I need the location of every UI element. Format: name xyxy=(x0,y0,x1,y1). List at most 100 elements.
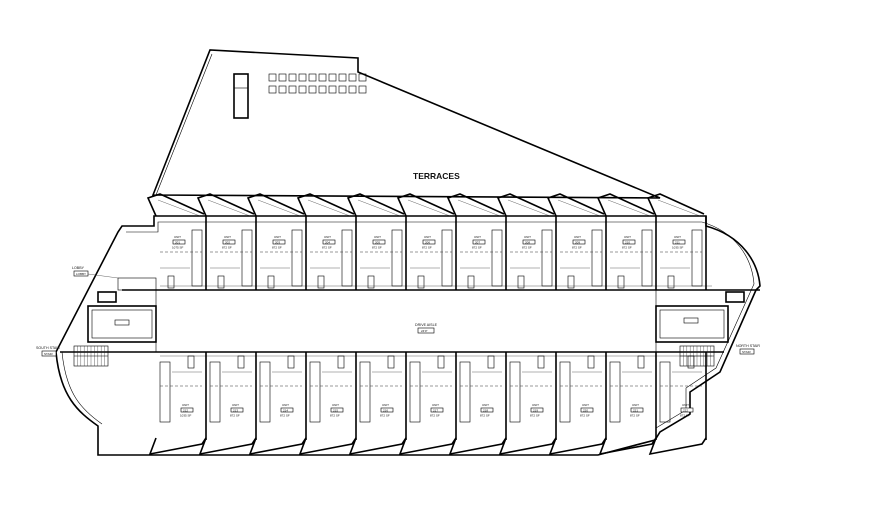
unit-closet xyxy=(559,361,571,423)
lobby-label: LOBBY xyxy=(72,266,85,270)
unit-balcony-edge xyxy=(446,193,505,217)
unit-number-box xyxy=(530,407,544,413)
unit-area: 872 SF xyxy=(430,414,440,418)
unit-balcony-rail xyxy=(457,199,501,217)
unit-closet xyxy=(209,361,221,423)
unit-closet xyxy=(259,361,271,423)
unit-balcony-edge xyxy=(498,437,557,456)
unit-number: 211 xyxy=(675,240,680,244)
drive-aisle-label: DRIVE AISLE xyxy=(415,323,438,327)
unit-balcony-edge xyxy=(496,193,555,217)
south-stair-tag-box xyxy=(41,350,57,357)
unit-closet xyxy=(691,229,703,287)
planter-square xyxy=(288,73,297,82)
west-shaft xyxy=(97,291,117,303)
unit-area: 1035 SF xyxy=(180,414,192,418)
terrace-inner-edge xyxy=(155,53,213,196)
unit-word: UNIT xyxy=(274,235,281,239)
unit-bath-fixture xyxy=(517,275,525,289)
planter-square xyxy=(298,85,307,94)
building-curve-left xyxy=(61,351,103,425)
unit-number-box xyxy=(522,239,536,245)
planter-square xyxy=(308,85,317,94)
unit-bath-fixture xyxy=(267,275,275,289)
unit-number: 208 xyxy=(525,240,530,244)
unit-closet xyxy=(309,361,321,423)
unit-balcony-edge xyxy=(598,437,657,456)
unit-closet xyxy=(359,361,371,423)
unit-number-box xyxy=(272,239,286,245)
unit-bath-fixture xyxy=(617,275,625,289)
planter-square xyxy=(358,85,367,94)
unit-balcony-edge xyxy=(198,437,257,456)
drive-aisle-tag-box xyxy=(417,327,435,334)
north-stair-tag-box xyxy=(739,348,755,355)
planter-square xyxy=(358,73,367,82)
unit-closet xyxy=(491,229,503,287)
unit-area: 872 SF xyxy=(280,414,290,418)
unit-number-box xyxy=(322,239,336,245)
unit-number: 205 xyxy=(375,240,380,244)
unit-area: 872 SF xyxy=(272,246,282,250)
unit-bath-fixture xyxy=(217,275,225,289)
south-stair-tag: STAIR xyxy=(44,352,53,356)
unit-word: UNIT xyxy=(674,235,681,239)
east-shaft xyxy=(725,291,745,303)
unit-number: 202 xyxy=(225,240,230,244)
unit-closet xyxy=(291,229,303,287)
unit-balcony-edge xyxy=(196,193,255,217)
unit-bath-fixture xyxy=(687,355,695,369)
building-outline-inner xyxy=(126,221,755,429)
unit-bath-fixture xyxy=(637,355,645,369)
unit-balcony-rail xyxy=(657,199,701,217)
unit-word: UNIT xyxy=(174,235,181,239)
unit-bath-fixture xyxy=(387,355,395,369)
unit-word: UNIT xyxy=(574,235,581,239)
unit-word: UNIT xyxy=(232,403,239,407)
drive-aisle-tag: 24'0" xyxy=(421,329,428,333)
unit-balcony-edge xyxy=(546,193,605,217)
planter-square xyxy=(348,73,357,82)
unit-bath-fixture xyxy=(667,275,675,289)
unit-balcony-edge xyxy=(398,437,457,456)
unit-area: 872 SF xyxy=(522,246,532,250)
unit-balcony-edge xyxy=(348,437,407,456)
unit-closet xyxy=(191,229,203,287)
unit-closet xyxy=(409,361,421,423)
unit-balcony-rail xyxy=(407,199,451,217)
unit-balcony-rail xyxy=(607,199,651,217)
unit-number: 217 xyxy=(433,408,438,412)
unit-area: 872 SF xyxy=(480,414,490,418)
unit-closet xyxy=(591,229,603,287)
building-outline xyxy=(55,215,761,456)
unit-bath-fixture xyxy=(317,275,325,289)
east-elevator-inner xyxy=(659,309,725,339)
unit-word: UNIT xyxy=(282,403,289,407)
planter-square xyxy=(308,73,317,82)
unit-area: 872 SF xyxy=(530,414,540,418)
unit-balcony-edge xyxy=(246,193,305,217)
terraces-label: TERRACES xyxy=(413,171,460,181)
unit-number-box xyxy=(480,407,494,413)
unit-balcony-edge xyxy=(448,437,507,456)
unit-number-box xyxy=(330,407,344,413)
unit-number: 221 xyxy=(633,408,638,412)
unit-word: UNIT xyxy=(324,235,331,239)
terrace-outline xyxy=(151,49,661,199)
unit-number-box xyxy=(622,239,636,245)
unit-number-box xyxy=(180,407,194,413)
unit-balcony-edge xyxy=(646,193,705,217)
unit-balcony-rail xyxy=(557,199,601,217)
unit-balcony-edge xyxy=(548,437,607,456)
